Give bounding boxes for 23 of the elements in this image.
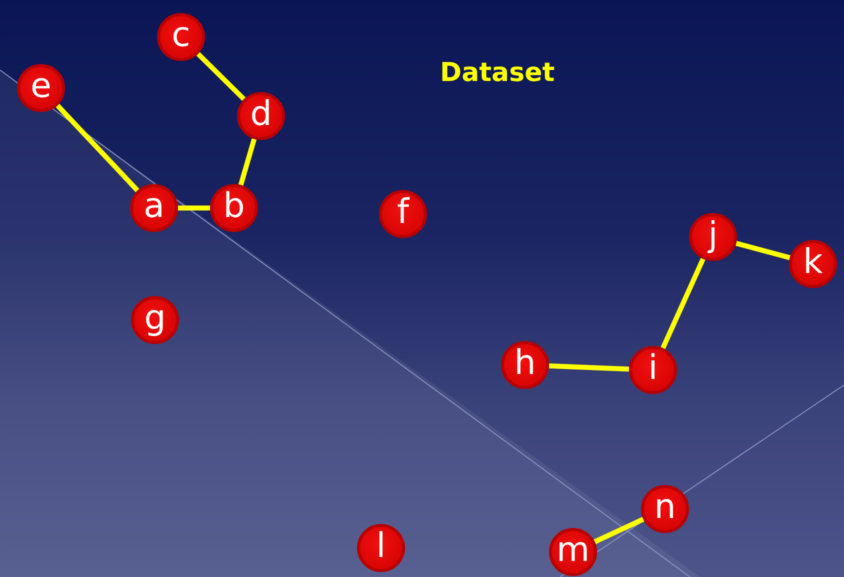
node-circle: k [789,240,837,288]
node-circle: j [689,213,737,261]
node-circle: l [357,524,405,572]
node-circle: f [379,190,427,238]
node-circle: c [157,13,205,61]
connector-line [548,363,630,372]
node-circle: m [549,528,597,576]
node-circle: h [501,341,549,389]
node-circle: d [237,92,285,140]
diagram-title: Dataset [440,58,555,88]
node-circle: i [629,346,677,394]
node-circle: n [641,485,689,533]
connector-line [196,52,246,101]
node-circle: e [17,64,65,112]
connector-line [736,240,790,260]
connector-line [238,138,257,186]
node-circle: g [131,296,179,344]
node-circle: b [210,184,258,232]
connector-line [594,516,644,544]
node-circle: a [130,184,178,232]
connector-line [660,258,706,350]
connector-line [56,104,140,192]
connector-line [178,206,210,210]
